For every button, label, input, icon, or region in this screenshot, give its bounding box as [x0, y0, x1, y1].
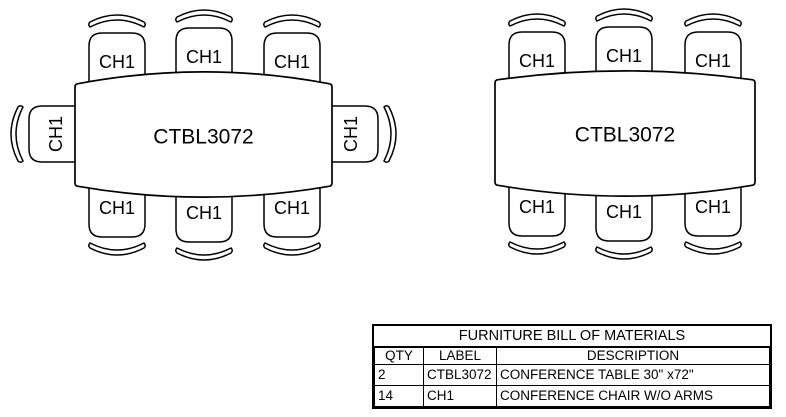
chair-back: [684, 13, 742, 27]
bom-cell-qty: 14: [374, 385, 424, 407]
bom-grid: QTY LABEL DESCRIPTION 2 CTBL3072 CONFERE…: [374, 347, 770, 407]
bom-table: FURNITURE BILL OF MATERIALS QTY LABEL DE…: [372, 324, 772, 409]
chair-back: [88, 242, 146, 256]
chair: [319, 105, 397, 163]
bom-cell-description: CONFERENCE CHAIR W/O ARMS: [496, 385, 770, 407]
chair-label: CH1: [274, 198, 310, 218]
bom-cell-qty: 2: [374, 364, 424, 386]
chair-label: CH1: [519, 51, 555, 71]
conference-table: [74, 71, 333, 198]
bom-cell-label: CTBL3072: [423, 364, 497, 386]
chair-back: [88, 14, 146, 28]
bom-row: 14 CH1 CONFERENCE CHAIR W/O ARMS: [374, 385, 770, 407]
chair-back: [175, 9, 233, 23]
chair-label: CH1: [519, 197, 555, 217]
chair-back: [175, 247, 233, 261]
bom-header-label: LABEL: [423, 347, 497, 365]
chair-label: CH1: [99, 198, 135, 218]
chair-back: [383, 105, 397, 163]
chair-label: CH1: [341, 116, 361, 152]
chair-back: [263, 242, 321, 256]
chair-label: CH1: [99, 52, 135, 72]
chair-label: CH1: [186, 203, 222, 223]
chair-back: [508, 13, 566, 27]
chair-label: CH1: [606, 202, 642, 222]
chair-label: CH1: [695, 197, 731, 217]
chair-back: [595, 8, 653, 22]
chair-back: [595, 246, 653, 260]
bom-title: FURNITURE BILL OF MATERIALS: [374, 326, 770, 347]
conference-table: [494, 70, 756, 197]
chair-back: [508, 241, 566, 255]
chair: [10, 105, 88, 163]
bom-cell-label: CH1: [423, 385, 497, 407]
chair: [595, 182, 653, 260]
chair-label: CH1: [606, 46, 642, 66]
chair-label: CH1: [46, 116, 66, 152]
bom-header-row: QTY LABEL DESCRIPTION: [374, 347, 770, 365]
bom-row: 2 CTBL3072 CONFERENCE TABLE 30" x72": [374, 364, 770, 386]
chair-back: [263, 14, 321, 28]
chair-back: [10, 105, 24, 163]
table-label: CTBL3072: [575, 124, 675, 147]
bom-cell-description: CONFERENCE TABLE 30" x72": [496, 364, 770, 386]
bom-header-description: DESCRIPTION: [496, 347, 770, 365]
chair-back: [684, 241, 742, 255]
table-label: CTBL3072: [153, 126, 253, 149]
chair-label: CH1: [274, 52, 310, 72]
chair-label: CH1: [186, 47, 222, 67]
bom-header-qty: QTY: [374, 347, 424, 365]
chair-label: CH1: [695, 51, 731, 71]
